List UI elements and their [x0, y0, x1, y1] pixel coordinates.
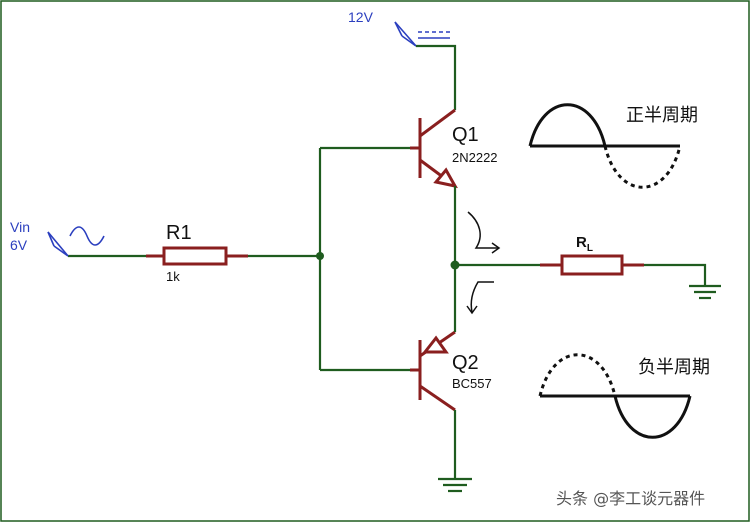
rl-label: RL — [576, 234, 593, 254]
r1-value: 1k — [166, 269, 180, 284]
supply-terminal: 12V — [348, 9, 450, 47]
positive-solid-half — [528, 103, 607, 147]
q2-collector-lead — [419, 384, 456, 412]
q2-part: BC557 — [452, 376, 492, 391]
source-label-voltage: 6V — [10, 237, 28, 253]
current-arrow-upper — [467, 211, 501, 254]
q2-name: Q2 — [452, 352, 479, 374]
negative-caption: 负半周期 — [638, 357, 710, 378]
load-ground-symbol — [689, 284, 721, 300]
negative-half-cycle-waveform: 负半周期 — [538, 353, 710, 439]
q2-emitter-arrow — [421, 335, 449, 354]
transistor-q2: Q2 BC557 — [410, 330, 492, 412]
positive-dashed-half — [538, 353, 617, 397]
transistor-q1: Q1 2N2222 — [410, 108, 498, 189]
q1-name: Q1 — [452, 124, 479, 146]
watermark-text: 头条 @李工谈元器件 — [556, 489, 705, 508]
q1-part: 2N2222 — [452, 150, 498, 165]
rl-subscript: L — [587, 243, 593, 254]
rl-body — [560, 254, 624, 276]
ac-sine-icon — [69, 226, 105, 246]
supply-wire — [416, 44, 457, 110]
r1-name: R1 — [166, 222, 192, 244]
negative-solid-half — [613, 395, 692, 439]
base-junction-dot — [316, 252, 324, 260]
negative-dashed-half — [603, 145, 682, 189]
q2-ground-symbol — [438, 477, 472, 493]
resistor-r1: R1 1k — [146, 222, 248, 284]
q1-collector-lead — [419, 108, 456, 138]
positive-half-cycle-waveform: 正半周期 — [528, 103, 698, 189]
positive-caption: 正半周期 — [626, 105, 698, 126]
r1-body — [162, 246, 228, 266]
q1-emitter-arrow — [433, 167, 458, 189]
source-label-vin: Vin — [10, 219, 30, 235]
supply-label: 12V — [348, 9, 374, 25]
load-ground-wire — [644, 263, 707, 285]
current-arrow-lower — [466, 281, 494, 315]
input-source-terminal: Vin 6V — [10, 219, 105, 257]
load-resistor: RL — [540, 234, 644, 276]
output-junction-dot — [450, 260, 460, 270]
